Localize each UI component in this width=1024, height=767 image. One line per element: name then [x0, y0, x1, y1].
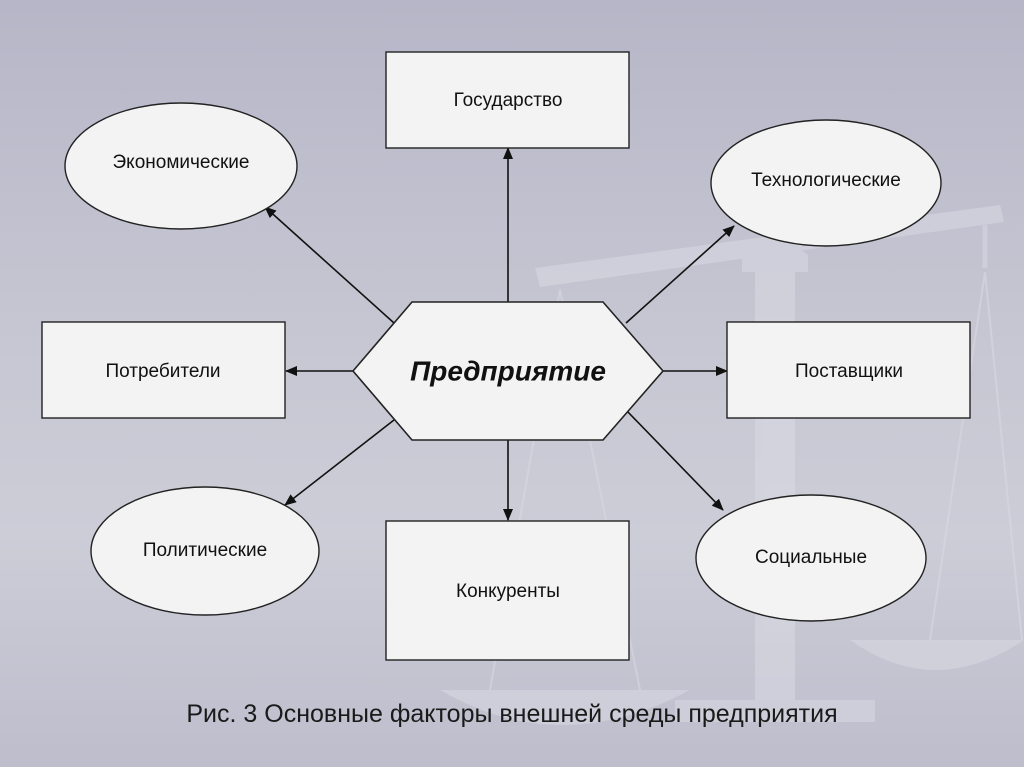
node-tekhnologicheskie: Технологические — [710, 119, 942, 247]
arrow-to-politicheskie — [284, 419, 395, 506]
arrow-to-ekonomicheskie — [264, 206, 395, 324]
node-politicheskie-label: Политические — [143, 540, 267, 561]
node-gosudarstvo: Государство — [385, 51, 630, 149]
node-socialnye-shape — [695, 494, 927, 622]
node-politicheskie-shape — [90, 486, 320, 616]
node-potrebiteli: Потребители — [41, 321, 286, 419]
node-socialnye: Социальные — [695, 494, 927, 622]
arrow-to-socialnye — [625, 409, 724, 511]
node-potrebiteli-shape — [41, 321, 286, 419]
node-ekonomicheskie-label: Экономические — [113, 152, 250, 173]
node-socialnye-label: Социальные — [755, 547, 867, 568]
node-gosudarstvo-label: Государство — [454, 90, 563, 111]
node-ekonomicheskie-shape — [64, 102, 298, 230]
node-postavshchiki-label: Поставщики — [795, 361, 903, 382]
node-gosudarstvo-shape — [385, 51, 630, 149]
node-konkurenty: Конкуренты — [385, 520, 630, 661]
center-hexagon-shape — [351, 301, 665, 441]
connectors — [264, 147, 735, 521]
node-potrebiteli-label: Потребители — [105, 361, 220, 382]
node-tekhnologicheskie-label: Технологические — [751, 170, 901, 191]
center-label: Предприятие — [410, 355, 606, 386]
node-postavshchiki-shape — [726, 321, 971, 419]
center-node: Предприятие — [351, 301, 665, 441]
node-tekhnologicheskie-shape — [710, 119, 942, 247]
node-ekonomicheskie: Экономические — [64, 102, 298, 230]
figure-caption: Рис. 3 Основные факторы внешней среды пр… — [186, 700, 838, 728]
node-politicheskie: Политические — [90, 486, 320, 616]
node-konkurenty-label: Конкуренты — [456, 581, 560, 602]
node-postavshchiki: Поставщики — [726, 321, 971, 419]
arrow-to-tekhnologicheskie — [625, 225, 735, 324]
node-konkurenty-shape — [385, 520, 630, 661]
